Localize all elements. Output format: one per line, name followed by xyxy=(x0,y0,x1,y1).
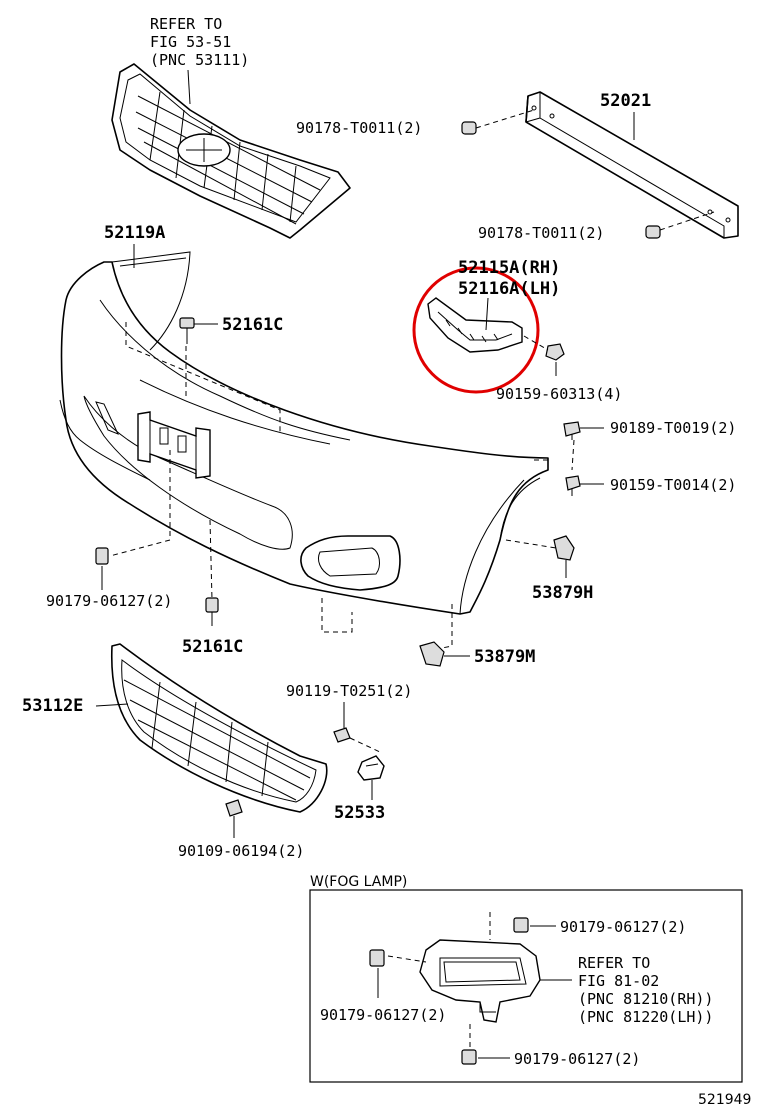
side-retainer-drawing[interactable] xyxy=(427,297,523,353)
label-52119A: 52119A xyxy=(104,223,165,243)
label-52115A: 52115A(RH) xyxy=(458,258,560,278)
fog-ref-line1: REFER TO xyxy=(578,954,650,972)
label-90159-T0014: 90159-T0014(2) xyxy=(610,476,736,494)
screw-90159-T0014-icon[interactable] xyxy=(565,475,581,496)
clip-52161C-upper-icon[interactable] xyxy=(179,317,195,344)
fog-lamp-drawing[interactable] xyxy=(419,939,541,1023)
reinforcement-bar-drawing[interactable] xyxy=(525,91,739,239)
fog-lamp-box-title: W(FOG LAMP) xyxy=(310,874,407,890)
upper-grille-drawing[interactable] xyxy=(111,63,351,239)
grille-ref-line3: (PNC 53111) xyxy=(150,51,249,69)
bracket-52533-icon[interactable] xyxy=(357,755,385,781)
fog-lamp-box xyxy=(309,889,743,1083)
label-90189: 90189-T0019(2) xyxy=(610,419,736,437)
label-53879H: 53879H xyxy=(532,583,593,603)
fog-clip-bottom-icon[interactable] xyxy=(461,1049,477,1065)
grille-ref-line1: REFER TO xyxy=(150,15,222,33)
fog-clip-top-icon[interactable] xyxy=(513,917,529,933)
label-53112E: 53112E xyxy=(22,696,83,716)
bracket-53879H-icon[interactable] xyxy=(553,535,575,561)
nut-90178-lower-icon[interactable] xyxy=(645,225,661,239)
label-90109: 90109-06194(2) xyxy=(178,842,304,860)
clip-90189-icon[interactable] xyxy=(563,421,581,440)
label-52021: 52021 xyxy=(600,91,651,111)
fog-ref-line2: FIG 81-02 xyxy=(578,972,659,990)
clip-52161C-lower-icon[interactable] xyxy=(205,597,219,626)
figure-number: 521949 xyxy=(698,1092,751,1108)
fog-ref-line3: (PNC 81210(RH)) xyxy=(578,990,713,1008)
nut-90178-upper-icon[interactable] xyxy=(461,121,477,135)
fog-clip-top-label: 90179-06127(2) xyxy=(560,918,686,936)
label-52116A: 52116A(LH) xyxy=(458,279,560,299)
label-90178-upper: 90178-T0011(2) xyxy=(296,119,422,137)
fog-ref-line4: (PNC 81220(LH)) xyxy=(578,1008,713,1026)
grille-ref-line2: FIG 53-51 xyxy=(150,33,231,51)
fog-clip-left-icon[interactable] xyxy=(369,949,385,967)
bumper-cover-drawing[interactable] xyxy=(59,251,549,615)
label-52533: 52533 xyxy=(334,803,385,823)
highlight-circle xyxy=(412,266,540,394)
screw-90119-icon[interactable] xyxy=(333,727,351,743)
screw-90109-icon[interactable] xyxy=(225,799,243,817)
label-90119: 90119-T0251(2) xyxy=(286,682,412,700)
label-90178-lower: 90178-T0011(2) xyxy=(478,224,604,242)
label-53879M: 53879M xyxy=(474,647,535,667)
label-52161C-lower: 52161C xyxy=(182,637,243,657)
clip-90179-left-icon[interactable] xyxy=(95,547,109,565)
label-90159-60313: 90159-60313(4) xyxy=(496,385,622,403)
fog-clip-left-label: 90179-06127(2) xyxy=(320,1006,446,1024)
label-90179-left: 90179-06127(2) xyxy=(46,592,172,610)
label-52161C-upper: 52161C xyxy=(222,315,283,335)
lower-grille-drawing[interactable] xyxy=(110,643,328,813)
bracket-53879M-icon[interactable] xyxy=(419,641,445,667)
screw-90159-60313-icon[interactable] xyxy=(545,343,565,361)
fog-clip-bottom-label: 90179-06127(2) xyxy=(514,1050,640,1068)
